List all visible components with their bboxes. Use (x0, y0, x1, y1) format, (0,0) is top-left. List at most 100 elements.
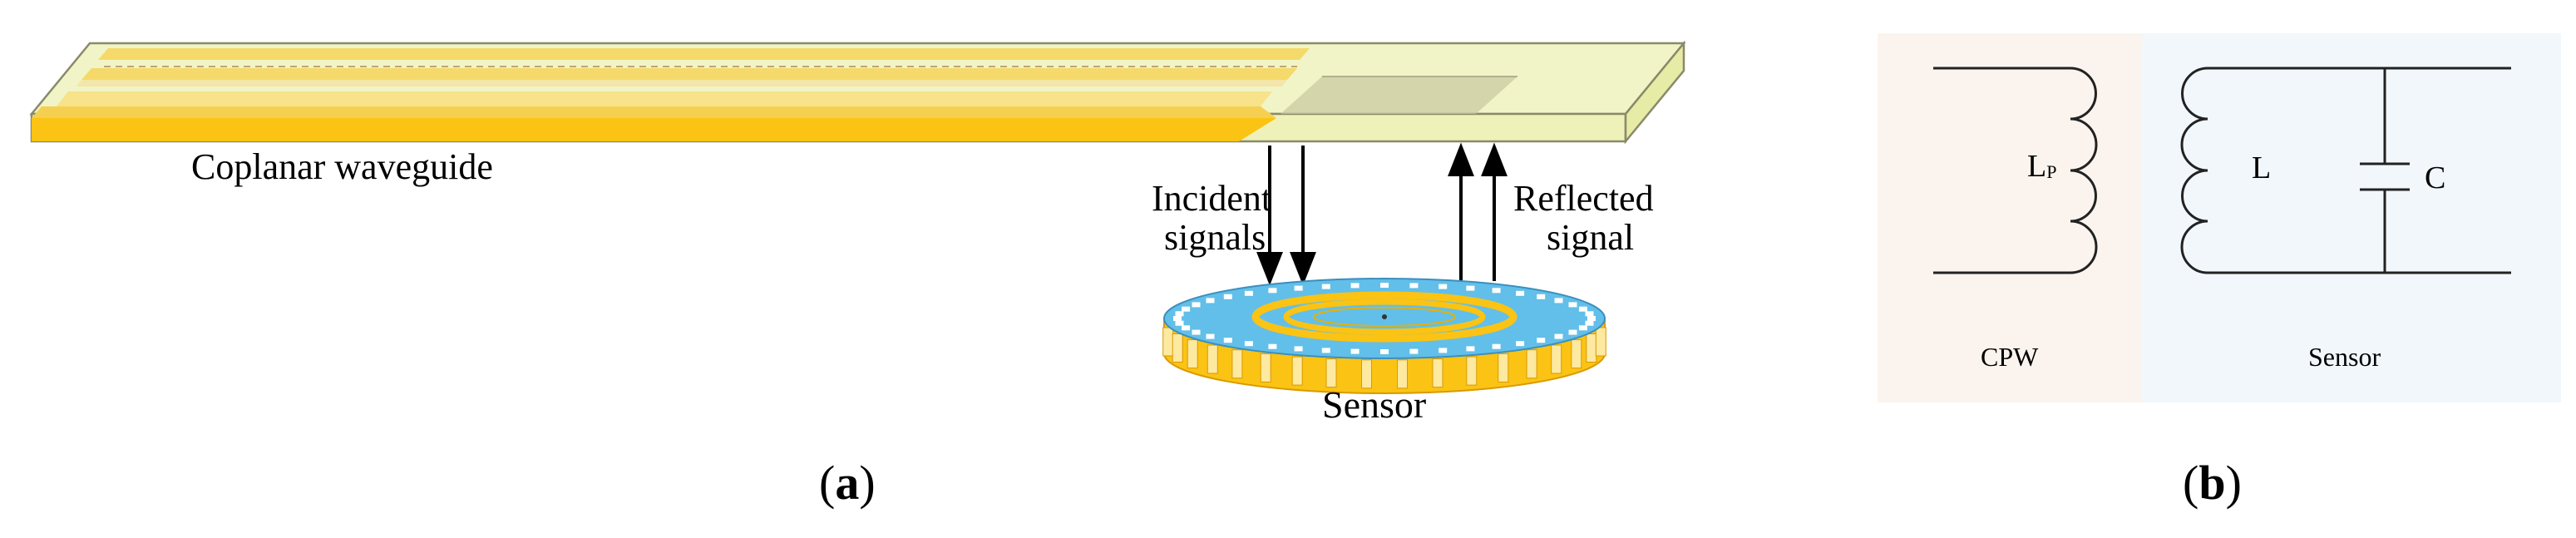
sensor-side-via (1551, 344, 1562, 374)
sensor-side-vias (1162, 327, 1606, 389)
reflected-arrows (1448, 142, 1508, 281)
sensor-side-via (1260, 353, 1271, 383)
sensor-rim-dot (1244, 341, 1253, 347)
front-metal-band (32, 118, 1276, 141)
sensor-rim-dot (1585, 320, 1594, 326)
cpw-label: CPW (1981, 342, 2039, 372)
sensor-rim-dot (1439, 348, 1448, 353)
sensor-rim-dots (1173, 283, 1596, 354)
sensor-rim-dot (1466, 285, 1475, 291)
sensor-side-via (1291, 356, 1303, 386)
sensor-rim-dot (1587, 316, 1596, 321)
sensor-rim-dot (1568, 329, 1577, 335)
sensor-rim-dot (1585, 311, 1594, 317)
sensor-side-via (1466, 356, 1478, 386)
incident-arrows (1256, 146, 1316, 286)
sensor-disk (1162, 278, 1606, 394)
coupling-region (1281, 77, 1517, 114)
sensor-rim-dot (1175, 320, 1184, 326)
sensor-rim-dot (1244, 290, 1253, 296)
sensor-rim-dot (1554, 298, 1563, 304)
sensor-rim-dot (1380, 283, 1389, 288)
sensor-side-via (1187, 339, 1198, 369)
panel-a: Coplanar waveguide Incident signals Refl… (29, 40, 1686, 510)
sensor-region (2142, 33, 2561, 402)
sensor-rim-dot (1192, 302, 1201, 308)
sensor-rim-dot (1439, 284, 1448, 289)
sensor-rim-dot (1268, 288, 1277, 294)
incident-arrow-1-head (1256, 252, 1283, 286)
sensor-rim-dot (1537, 338, 1546, 343)
waveguide-label: Coplanar waveguide (191, 146, 493, 187)
sensor-center-dot (1382, 314, 1387, 319)
lp-inductor-icon (2070, 67, 2098, 274)
sensor-side-via (1571, 339, 1582, 369)
caption-a: (a) (819, 456, 876, 510)
sensor-rim-dot (1554, 333, 1563, 339)
sensor-rim-dot (1568, 302, 1577, 308)
reflected-label-line1: Reflected (1513, 178, 1654, 219)
l-inductor-icon (2180, 67, 2208, 274)
sensor-rim-dot (1321, 348, 1330, 353)
sensor-side-via (1498, 353, 1509, 383)
sensor-rim-dot (1223, 338, 1232, 343)
sensor-rim-dot (1380, 349, 1389, 354)
waveguide-metal-strips (32, 48, 1310, 141)
sensor-rim-dot (1321, 284, 1330, 289)
ground-strip-back (98, 48, 1310, 60)
sensor-rim-dot (1182, 306, 1191, 312)
l-label: L (2252, 151, 2271, 185)
sensor-side-via (1526, 349, 1537, 379)
cpw-circuit (1933, 67, 2098, 274)
sensor-rim-dot (1492, 288, 1501, 294)
substrate-side-face (1624, 40, 1685, 145)
sensor-inner-ring (1283, 299, 1486, 335)
sensor-rim-dot (1578, 306, 1587, 312)
sensor-side-via (1397, 359, 1408, 389)
sensor-rim-dot (1192, 329, 1201, 335)
lp-label: LP (2027, 149, 2056, 184)
front-metal-band-top (32, 106, 1276, 118)
reflected-arrow-1-head (1448, 142, 1474, 176)
incident-label-line1: Incident (1152, 178, 1271, 219)
sensor-rim-dot (1466, 346, 1475, 352)
sensor-side-via (1325, 358, 1337, 388)
sensor-label-a: Sensor (1322, 383, 1426, 426)
sensor-rim-dot (1492, 343, 1501, 349)
sensor-rim-dot (1294, 346, 1303, 352)
sensor-rim-dot (1409, 283, 1419, 289)
caption-b: (b) (2183, 456, 2242, 510)
incident-label-line2: signals (1164, 217, 1266, 258)
sensor-label-b: Sensor (2308, 342, 2381, 372)
sensor-outer-ring (1251, 291, 1517, 343)
sensor-rim-dot (1516, 290, 1525, 296)
sensor-side-via (1586, 333, 1597, 363)
ground-strip-front (57, 91, 1272, 106)
sensor-rim-dot (1537, 294, 1546, 299)
sensor-circuit (2180, 67, 2511, 274)
sensor-side-via (1162, 327, 1174, 357)
sensor-side-via (1361, 359, 1372, 389)
cpw-region (1878, 33, 2142, 402)
sensor-side-via (1231, 349, 1243, 379)
sensor-rim-dot (1223, 294, 1232, 299)
c-label: C (2425, 160, 2445, 195)
sensor-rim-dot (1206, 333, 1215, 339)
signal-strip (81, 68, 1297, 80)
sensor-rim-dot (1350, 348, 1360, 354)
panel-b: LP L C CPW Sensor (b) (1878, 33, 2561, 510)
reflected-arrow-2-head (1481, 142, 1508, 176)
reflected-label-line2: signal (1547, 217, 1634, 258)
sensor-rim-dot (1350, 283, 1360, 289)
sensor-side-via (1207, 344, 1218, 374)
sensor-rim-dot (1268, 343, 1277, 349)
sensor-side-via (1595, 327, 1606, 357)
sensor-rim-dot (1175, 311, 1184, 317)
sensor-side-via (1432, 358, 1443, 388)
sensor-rim-dot (1294, 285, 1303, 291)
sensor-rim-dot (1173, 316, 1182, 321)
sensor-rim-dot (1206, 298, 1215, 304)
signal-strip-edge (76, 80, 1287, 86)
sensor-side-via (1172, 333, 1183, 363)
